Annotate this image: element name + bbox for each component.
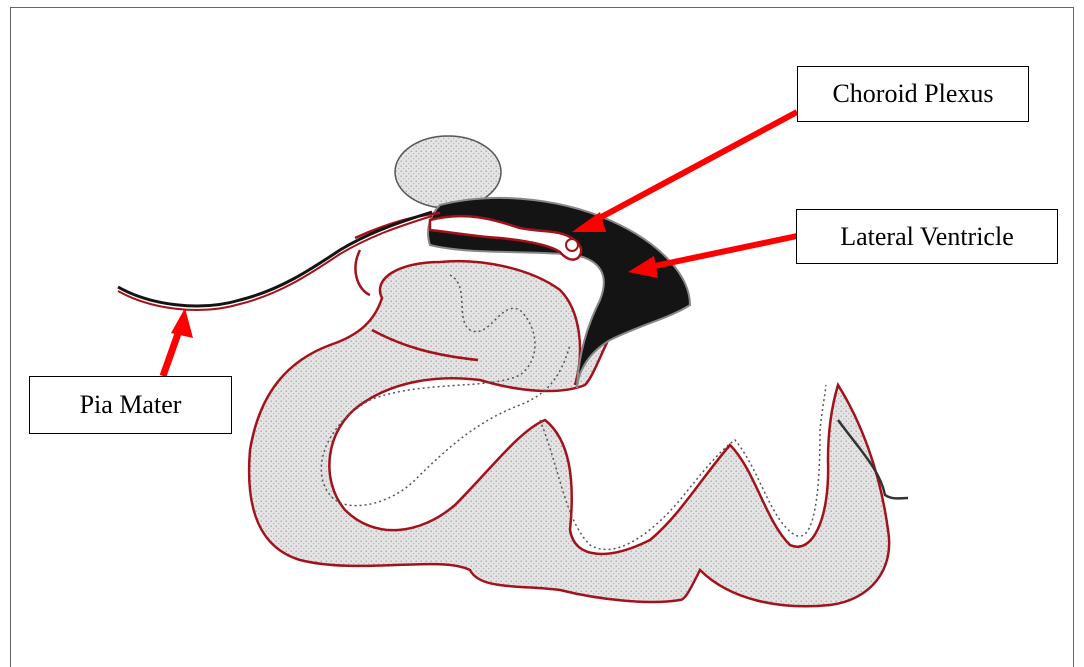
oval-structure [395, 136, 501, 208]
label-choroid-plexus-text: Choroid Plexus [832, 79, 993, 109]
label-choroid-plexus: Choroid Plexus [797, 66, 1029, 122]
label-lateral-ventricle-text: Lateral Ventricle [840, 222, 1013, 252]
label-lateral-ventricle: Lateral Ventricle [796, 209, 1058, 264]
choroid-plexus-node [566, 239, 578, 251]
cortex-tissue [249, 261, 889, 606]
arrow-pia-mater [163, 308, 193, 376]
arrow-lateral-ventricle [628, 236, 797, 278]
label-pia-mater: Pia Mater [29, 376, 232, 434]
label-pia-mater-text: Pia Mater [80, 390, 182, 420]
arrow-choroid-plexus [572, 112, 797, 232]
